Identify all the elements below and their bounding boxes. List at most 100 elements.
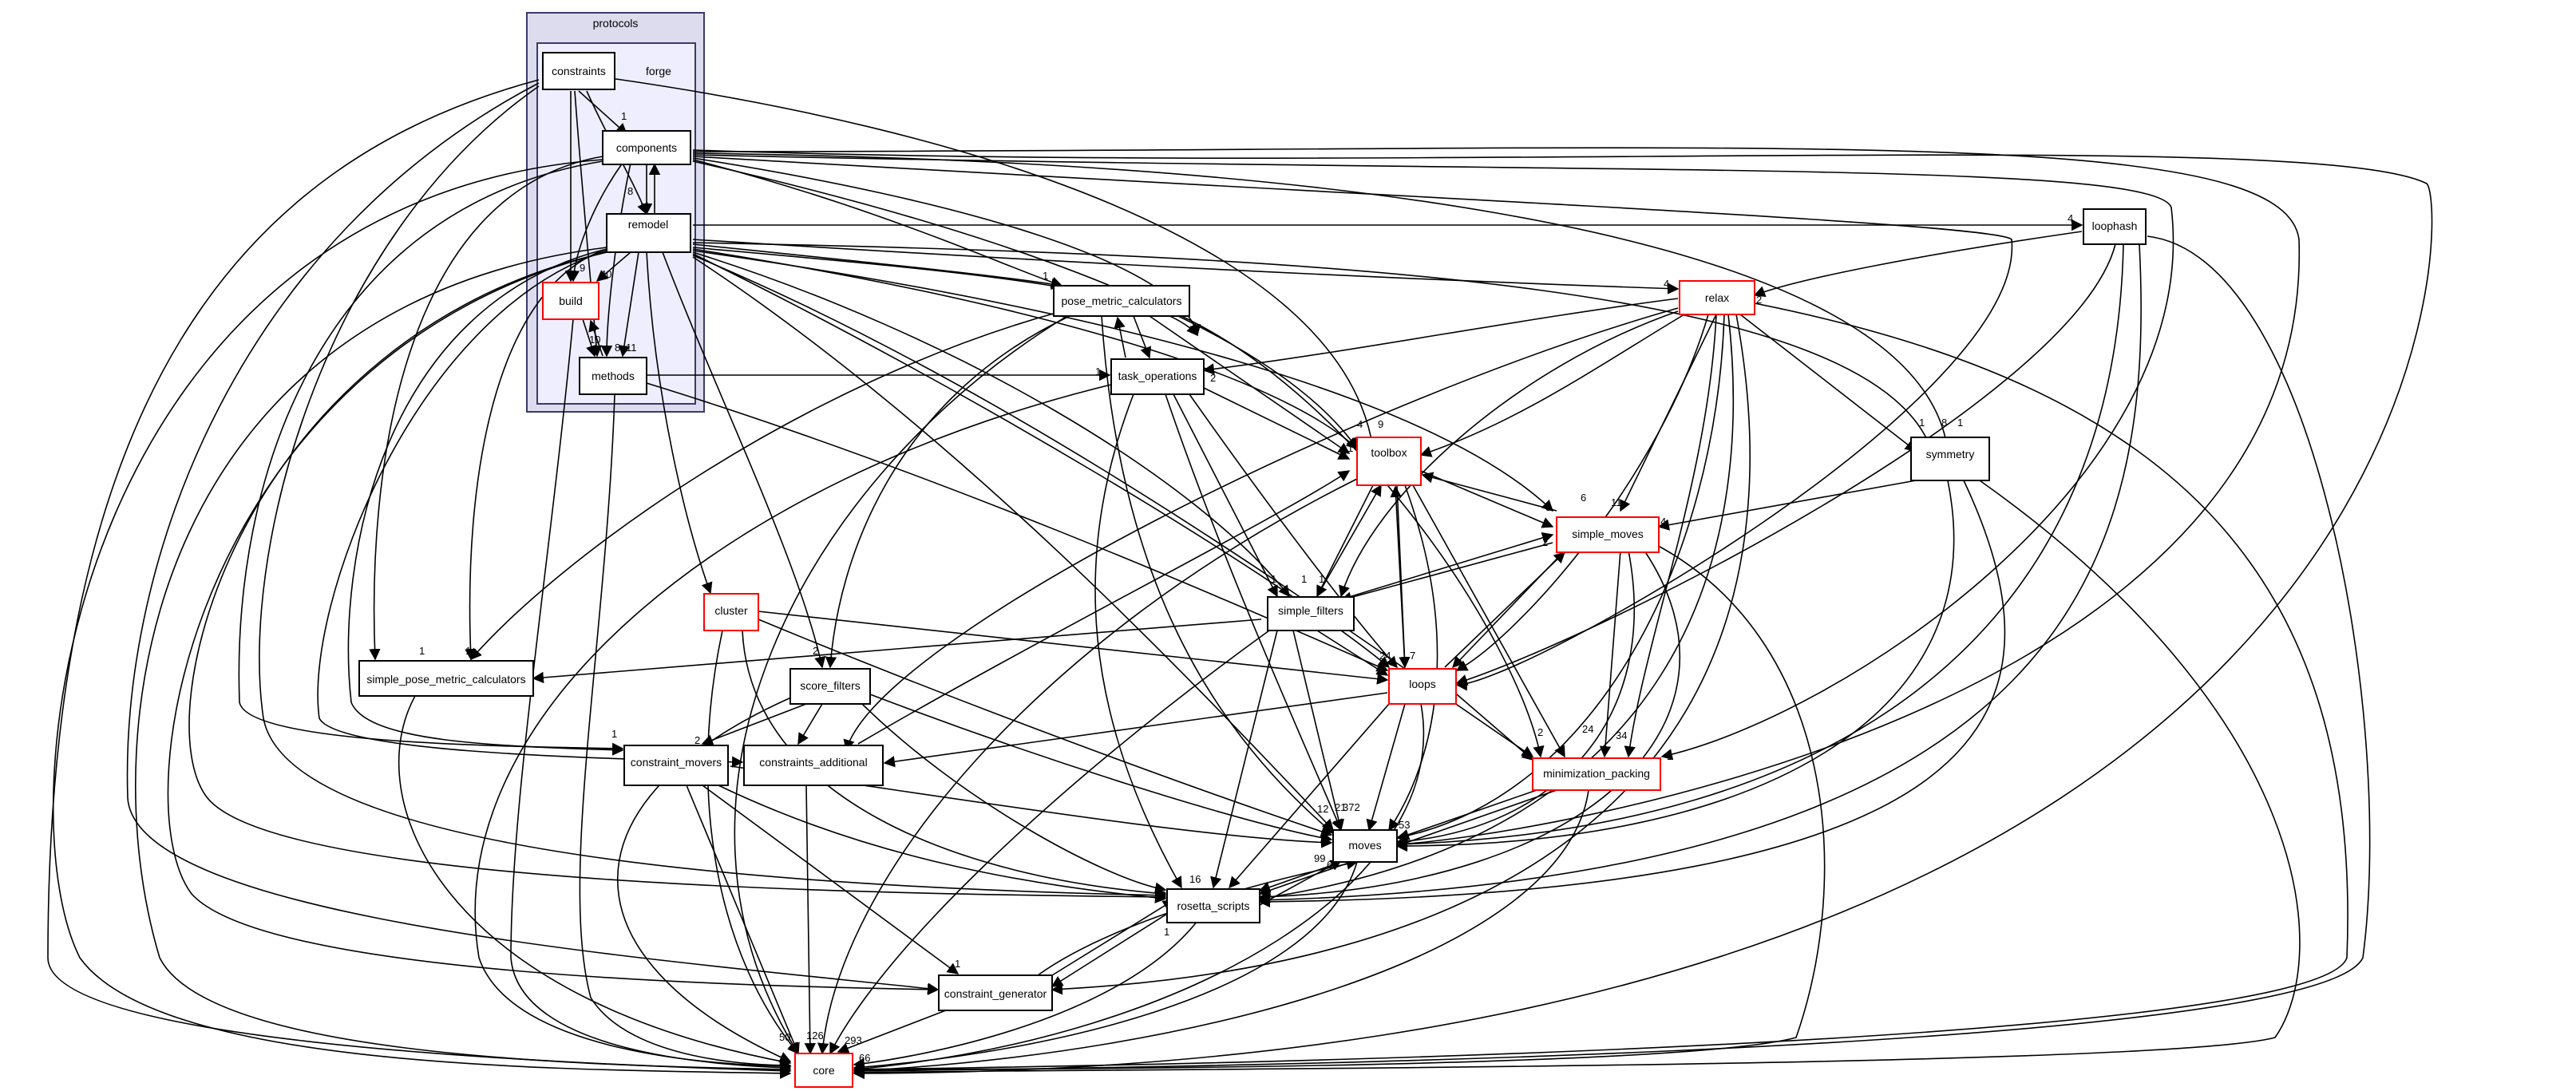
edge-rosetta-cg <box>1051 909 1174 987</box>
edge-label: 1 <box>465 645 471 657</box>
node-simple_filters[interactable]: simple_filters <box>1267 596 1355 631</box>
edge-label: 2 <box>813 645 818 657</box>
edge-label: 21 <box>1335 801 1346 813</box>
node-task_operations[interactable]: task_operations <box>1110 358 1205 395</box>
edge-label: 50 <box>779 1031 790 1043</box>
edge-remodel-score_filters <box>662 251 826 669</box>
node-moves[interactable]: moves <box>1332 829 1398 863</box>
node-simple_pose_metric_calculators[interactable]: simple_pose_metric_calculators <box>358 660 534 697</box>
edge-label: 11 <box>1611 496 1622 508</box>
edge-simple_moves-toolbox <box>1421 472 1557 512</box>
edge-pmc-score_filters <box>825 315 1070 669</box>
node-remodel[interactable]: remodel <box>606 213 691 253</box>
edge-label: 1 <box>621 110 627 122</box>
node-loophash[interactable]: loophash <box>2083 208 2147 245</box>
edge-simple_moves-core <box>853 542 1826 1076</box>
edge-task_ops-moves <box>1165 393 1343 832</box>
edge-components-pmc <box>692 159 1063 288</box>
edge-remodel-toolbox <box>692 248 1359 449</box>
edge-label: 2 <box>1537 726 1543 738</box>
edge-task_ops-core <box>474 382 1118 1073</box>
edge-label: 6 <box>1327 859 1332 871</box>
edge-moves-rosetta <box>1258 861 1342 893</box>
edge-pmc-moves <box>1101 315 1335 834</box>
edge-label: 11 <box>626 342 637 354</box>
edge-components-toolbox <box>692 160 1358 450</box>
edge-label: 8 <box>615 342 620 354</box>
edge-minimization-rosetta <box>1258 789 1557 896</box>
edge-label: 1 <box>1095 366 1101 378</box>
node-constraint_generator[interactable]: constraint_generator <box>938 974 1053 1011</box>
edge-label: 9 <box>580 262 585 274</box>
edge-simple_moves-minimization <box>1599 550 1621 758</box>
edge-remodel-relax <box>692 239 1680 294</box>
node-rosetta_scripts[interactable]: rosetta_scripts <box>1166 888 1260 923</box>
edge-constraints-constraint_generator <box>126 82 940 994</box>
edge-label: 24 <box>1582 723 1593 735</box>
node-label: relax <box>1705 291 1729 304</box>
node-minimization_packing[interactable]: minimization_packing <box>1532 757 1661 791</box>
edge-label: 1 <box>1271 573 1276 585</box>
node-components[interactable]: components <box>602 130 691 165</box>
edge-loophash-moves <box>1395 243 2124 850</box>
node-label: toolbox <box>1371 446 1407 459</box>
edge-simple_filters-rosetta <box>1210 630 1278 889</box>
node-loops[interactable]: loops <box>1388 668 1457 705</box>
node-simple_moves[interactable]: simple_moves <box>1556 516 1660 553</box>
node-relax[interactable]: relax <box>1679 280 1755 315</box>
edge-task_ops-toolbox <box>1203 387 1351 460</box>
edge-remodel-constraints_add <box>317 250 744 768</box>
edge-toolbox-simple_filters <box>1316 484 1374 598</box>
edge-methods-core <box>579 393 792 1072</box>
edge-task_ops-simple_filters <box>1173 393 1278 598</box>
edge-methods-loops <box>646 382 1389 672</box>
node-toolbox[interactable]: toolbox <box>1356 437 1422 486</box>
edge-label: 3 <box>1545 501 1551 513</box>
edge-simple_moves-moves <box>1395 550 1636 848</box>
node-methods[interactable]: methods <box>579 357 647 395</box>
node-cluster[interactable]: cluster <box>703 593 759 631</box>
edge-cg-rosetta <box>1051 899 1175 976</box>
node-symmetry[interactable]: symmetry <box>1910 437 1990 481</box>
edge-build-methods <box>582 318 597 358</box>
node-build[interactable]: build <box>542 282 599 320</box>
edge-label: 1 <box>419 645 425 657</box>
edge-label: 8 <box>1941 417 1947 429</box>
edge-toolbox-minimization <box>1412 484 1565 758</box>
node-label: loops <box>1409 678 1435 690</box>
edge-build-core <box>510 318 792 1073</box>
edge-relax-task_ops <box>1202 298 1679 375</box>
node-core[interactable]: core <box>794 1053 853 1088</box>
edge-label: 2 <box>1756 294 1762 306</box>
node-label: constraints <box>552 65 606 77</box>
edge-components-moves <box>692 147 2300 850</box>
edge-constraints-core <box>47 79 792 1077</box>
edge-task_ops-pmc <box>1114 316 1126 358</box>
node-constraints_additional[interactable]: constraints_additional <box>743 745 884 786</box>
edge-loops-simple_moves <box>1444 551 1566 668</box>
node-constraints[interactable]: constraints <box>542 52 615 90</box>
node-label: simple_moves <box>1572 528 1643 540</box>
edge-loops-constraints_add <box>883 692 1388 768</box>
edge-label: 4 <box>2068 212 2073 224</box>
edge-loophash-core <box>853 235 2371 1077</box>
node-pose_metric_calculators[interactable]: pose_metric_calculators <box>1053 285 1190 317</box>
edge-label: 1 <box>1667 750 1672 762</box>
nodes: constraints components remodel build met… <box>358 52 2147 1088</box>
edge-remodel-build <box>596 251 631 282</box>
edge-constraint_movers-rosetta <box>718 785 1167 903</box>
node-label: task_operations <box>1118 370 1197 382</box>
node-label: components <box>616 141 677 154</box>
edge-label: 66 <box>859 1052 870 1064</box>
node-score_filters[interactable]: score_filters <box>789 668 871 705</box>
edge-relax-symmetry <box>1739 314 1917 452</box>
edge-symmetry-simple_moves <box>1657 480 1917 531</box>
edge-remodel-spmc <box>465 248 607 661</box>
edge-score_filters-rosetta <box>861 703 1167 894</box>
node-label: pose_metric_calculators <box>1062 294 1182 307</box>
node-constraint_movers[interactable]: constraint_movers <box>623 745 729 786</box>
edge-relax-rosetta <box>1258 314 1735 903</box>
cluster-forge-label: forge <box>646 65 671 77</box>
edge-simple_filters-spmc <box>532 619 1262 684</box>
